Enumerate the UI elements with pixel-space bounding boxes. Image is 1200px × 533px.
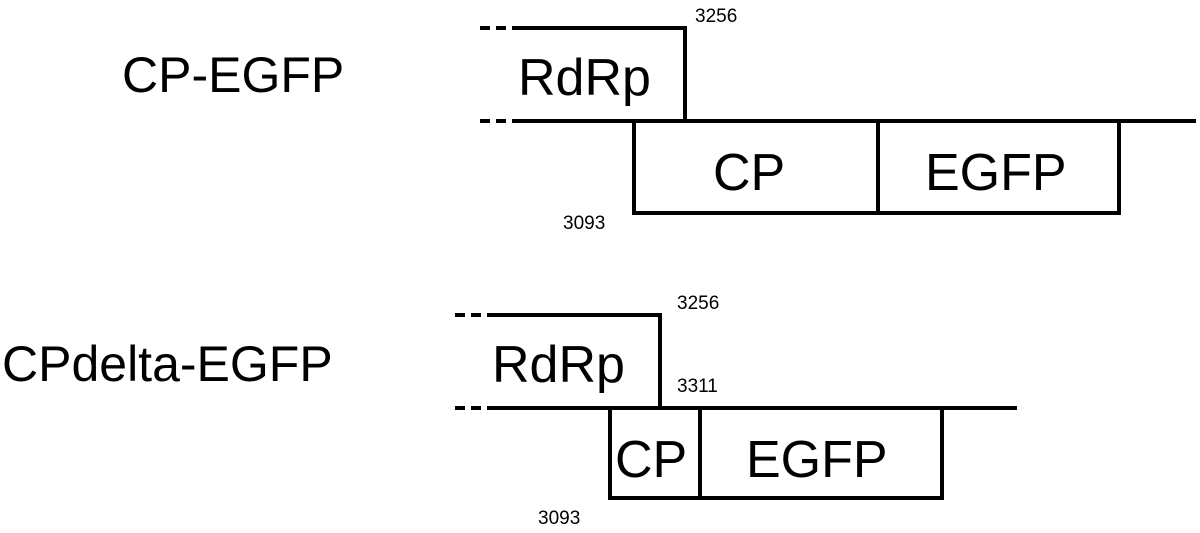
- rdrp-frame: [490, 313, 662, 407]
- construct-name: CPdelta-EGFP: [2, 336, 333, 392]
- cp-start-position: 3093: [538, 508, 580, 529]
- rdrp-label: RdRp: [492, 336, 625, 394]
- egfp-label: EGFP: [746, 431, 888, 489]
- egfp-label: EGFP: [925, 144, 1067, 202]
- rdrp-label: RdRp: [518, 49, 651, 107]
- cp-start-position: 3093: [563, 213, 605, 234]
- construct-cp-egfp: CP-EGFP RdRp 3256 CP EGFP 3093: [122, 6, 1196, 234]
- cp-egfp-box: [608, 408, 944, 500]
- cp-label: CP: [615, 431, 687, 489]
- rdrp-end-position: 3256: [677, 293, 719, 314]
- cp-label: CP: [713, 144, 785, 202]
- deletion-end-position: 3311: [677, 376, 718, 397]
- construct-cpdelta-egfp: CPdelta-EGFP RdRp 3256 3311 CP EGFP 3093: [2, 293, 1017, 529]
- rdrp-frame: [512, 26, 687, 120]
- construct-name: CP-EGFP: [122, 47, 344, 103]
- rdrp-end-position: 3256: [695, 6, 737, 27]
